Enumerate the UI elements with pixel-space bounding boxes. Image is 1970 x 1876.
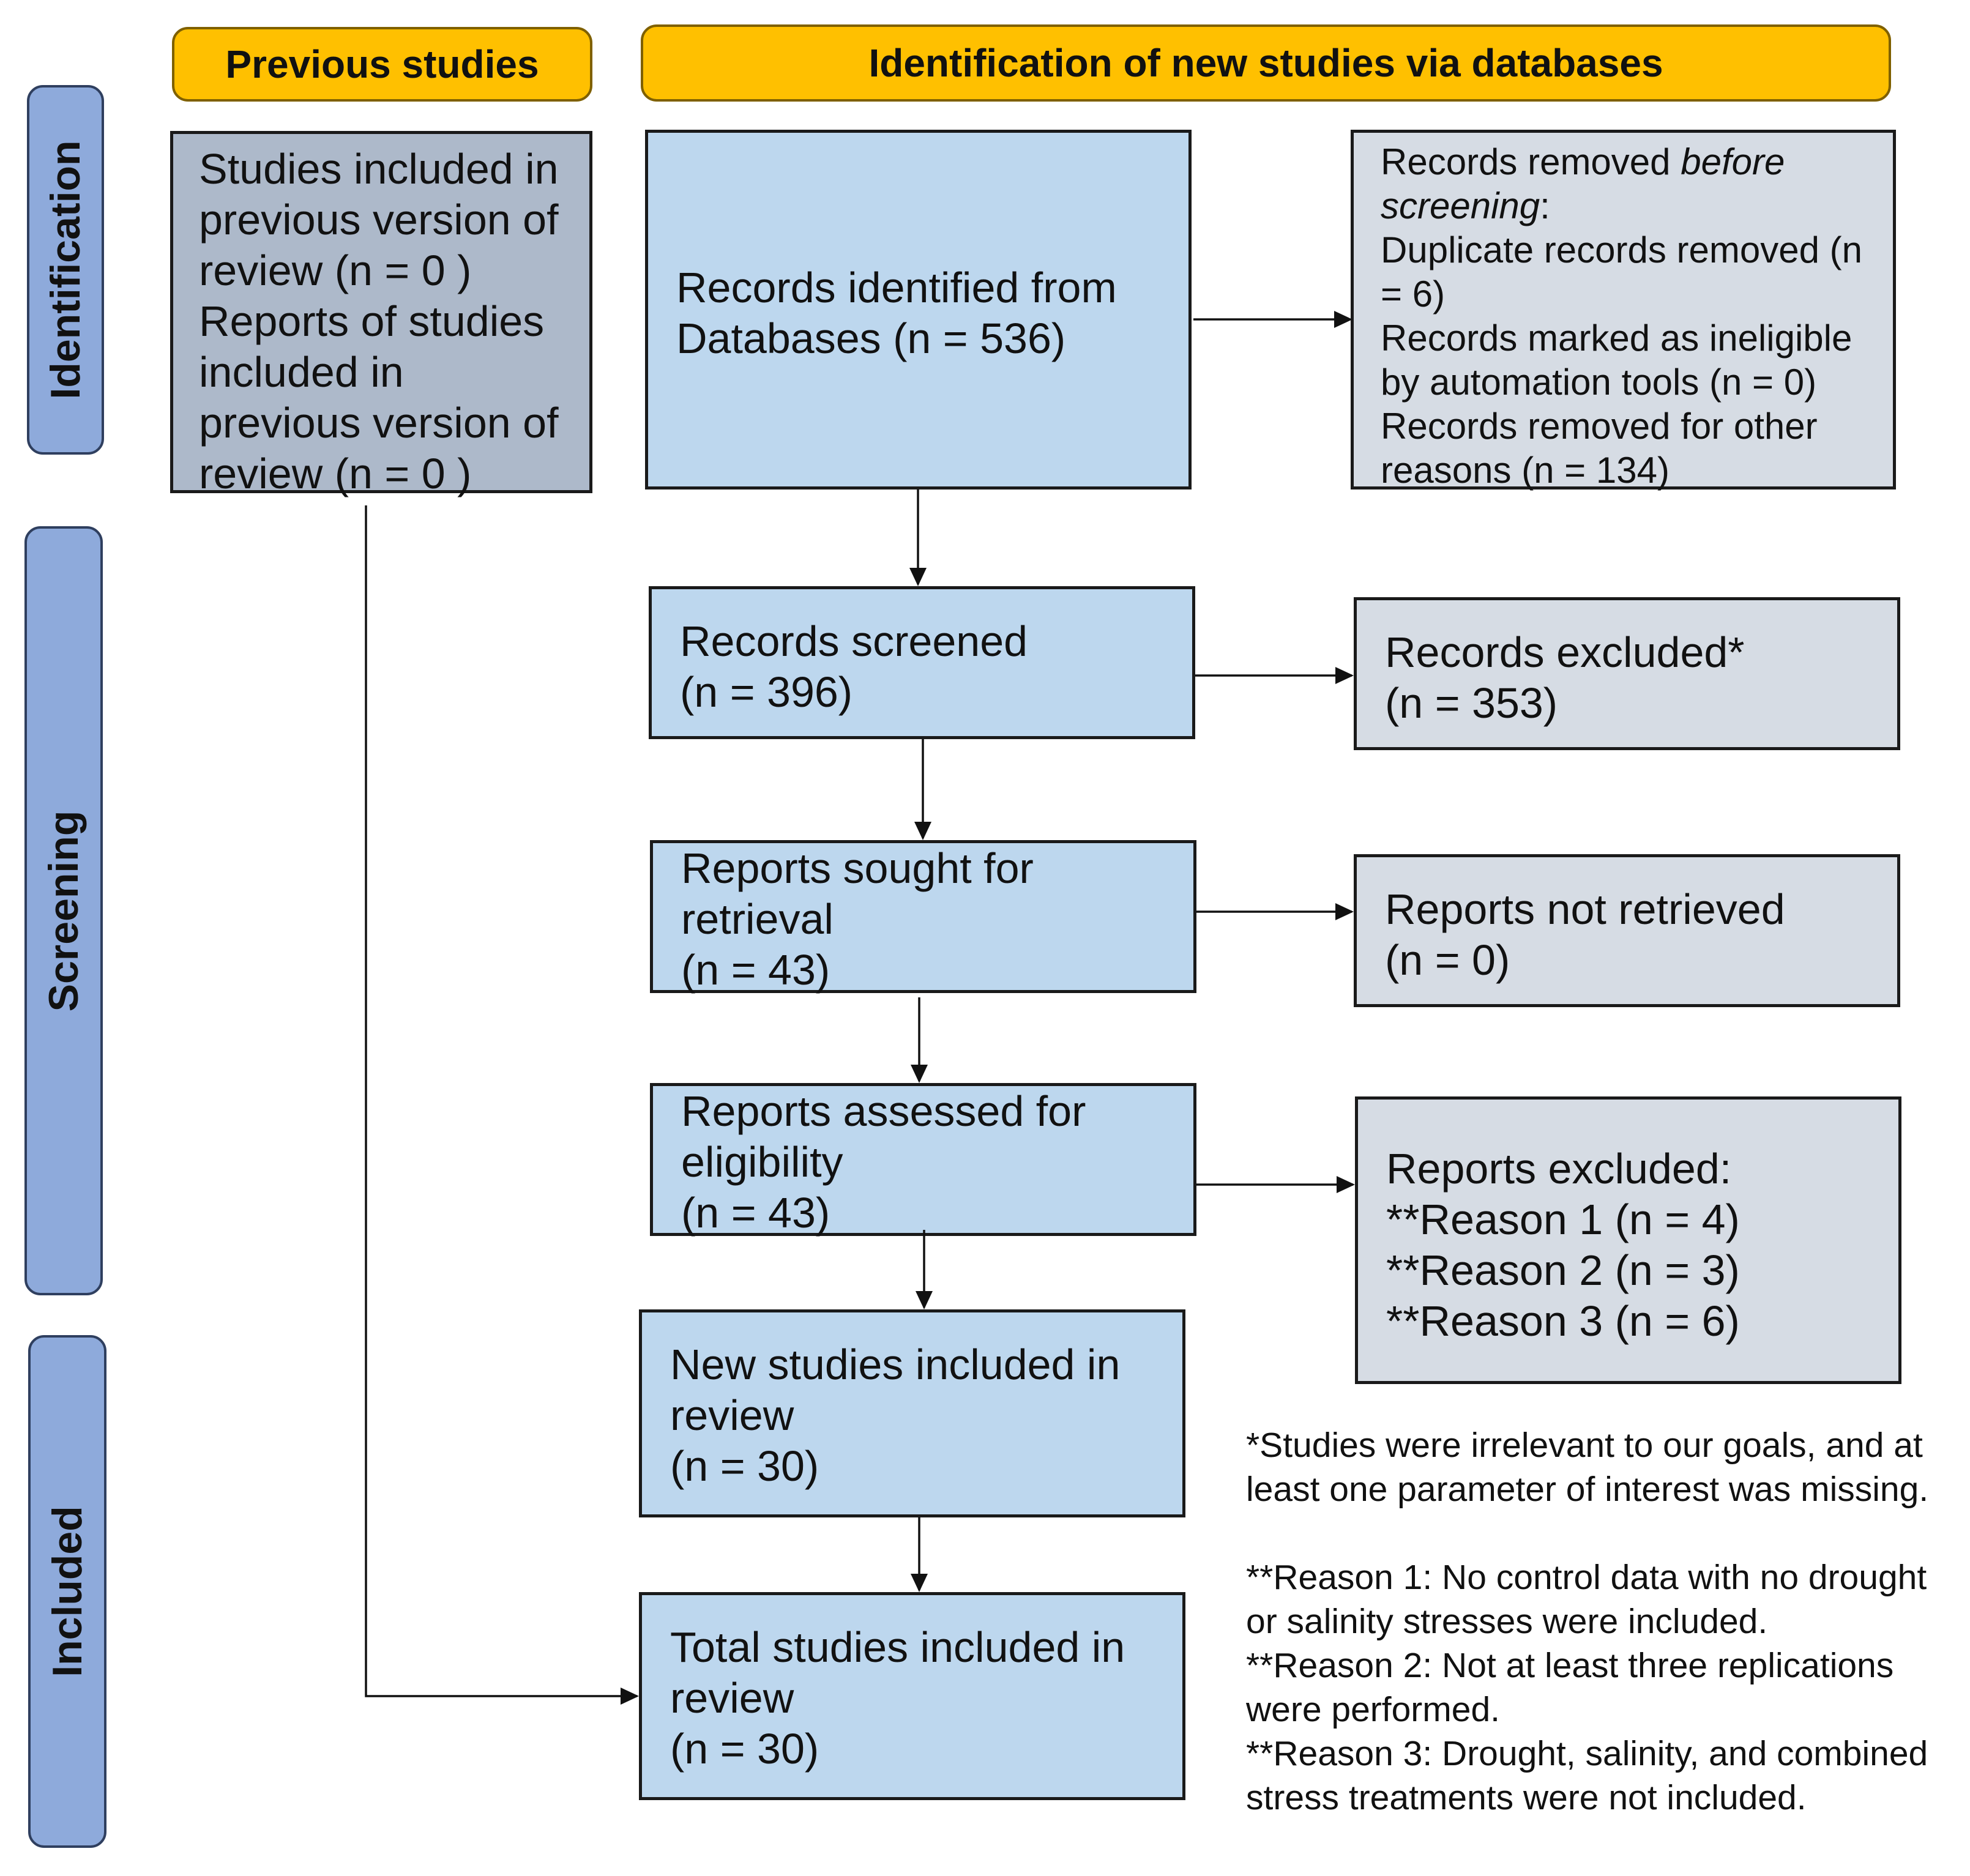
previous-studies-box: Studies included in previous version of …: [170, 131, 592, 497]
footnote-line: **Reason 1: No control data with no drou…: [1246, 1558, 1927, 1597]
reports-sought-box: Reports sought for retrieval (n = 43): [650, 840, 1196, 994]
databases-header: Identification of new studies via databa…: [641, 24, 1891, 102]
records-removed-line: reasons (n = 134): [1381, 450, 1670, 491]
arrowhead: [621, 1688, 639, 1705]
records-removed-line: Duplicate records removed (n: [1381, 229, 1863, 270]
reports-sought-line: (n = 43): [681, 946, 830, 994]
previous-box-line: Studies included in: [199, 145, 559, 193]
databases-header-label: Identification of new studies via databa…: [868, 41, 1663, 85]
reports-excluded-line: **Reason 1 (n = 4): [1386, 1196, 1740, 1243]
arrowhead: [914, 822, 931, 840]
arrowhead: [911, 1065, 928, 1083]
footnotes: *Studies were irrelevant to our goals, a…: [1246, 1423, 1962, 1820]
stage-screening: Screening: [24, 526, 103, 1295]
removed-emphasis: screening: [1381, 185, 1540, 226]
records-removed-line: Records removed before: [1381, 140, 1893, 184]
arrowhead: [1334, 311, 1353, 328]
reports-sought-line: Reports sought for: [681, 844, 1034, 892]
previous-box-line: review (n = 0 ): [199, 247, 472, 294]
previous-box-line: previous version of: [199, 196, 559, 244]
total-studies-line: (n = 30): [670, 1725, 819, 1773]
reports-assessed-line: eligibility: [681, 1138, 843, 1186]
footnote-line: stress treatments were not included.: [1246, 1778, 1807, 1817]
arrowhead: [1337, 1176, 1355, 1193]
previous-box-line: Reports of studies: [199, 297, 545, 345]
previous-studies-header: Previous studies: [172, 27, 592, 102]
reports-excluded-line: **Reason 3 (n = 6): [1386, 1297, 1740, 1345]
reports-excluded-line: Reports excluded:: [1386, 1145, 1732, 1193]
records-screened-box: Records screened (n = 396): [649, 586, 1195, 739]
records-removed-line: by automation tools (n = 0): [1381, 362, 1817, 403]
records-removed-line: Records removed for other: [1381, 406, 1818, 447]
reports-excluded-line: **Reason 2 (n = 3): [1386, 1246, 1740, 1294]
new-studies-line: review: [670, 1391, 794, 1439]
arrow-previous-to-total: [365, 505, 637, 1697]
arrowhead: [1335, 667, 1354, 684]
records-removed-line: = 6): [1381, 274, 1446, 315]
arrowhead: [916, 1291, 933, 1309]
records-screened-line: Records screened: [680, 617, 1028, 665]
footnote-line: **Reason 3: Drought, salinity, and combi…: [1246, 1734, 1928, 1773]
records-excluded-line: Records excluded*: [1385, 628, 1745, 676]
previous-box-line: previous version of: [199, 399, 559, 447]
footnote-line: or salinity stresses were included.: [1246, 1602, 1768, 1641]
reports-assessed-line: Reports assessed for: [681, 1087, 1086, 1135]
footnote-line: least one parameter of interest was miss…: [1246, 1470, 1929, 1509]
records-excluded-line: (n = 353): [1385, 679, 1558, 727]
stage-identification: Identification: [27, 85, 104, 455]
reports-not-retrieved-box: Reports not retrieved (n = 0): [1354, 854, 1900, 1007]
footnote-line: were performed.: [1246, 1690, 1501, 1729]
previous-studies-header-label: Previous studies: [225, 42, 539, 86]
total-studies-line: Total studies included in: [670, 1623, 1125, 1671]
records-screened-line: (n = 396): [680, 668, 853, 716]
previous-box-line: included in: [199, 348, 404, 396]
removed-text: Records removed: [1381, 141, 1681, 182]
arrowhead: [1335, 903, 1354, 920]
new-studies-line: (n = 30): [670, 1442, 819, 1490]
records-identified-box: Records identified from Databases (n = 5…: [645, 130, 1192, 489]
records-removed-line: Records marked as ineligible: [1381, 318, 1852, 359]
new-studies-line: New studies included in: [670, 1341, 1121, 1388]
removed-emphasis: before: [1681, 141, 1785, 182]
previous-box-line: review (n = 0 ): [199, 450, 472, 497]
reports-sought-line: retrieval: [681, 895, 834, 943]
records-identified-line: Records identified from: [676, 264, 1117, 311]
reports-excluded-box: Reports excluded: **Reason 1 (n = 4) **R…: [1355, 1096, 1901, 1384]
removed-text: :: [1540, 185, 1550, 226]
reports-not-retrieved-line: (n = 0): [1385, 936, 1510, 984]
reports-assessed-line: (n = 43): [681, 1189, 830, 1237]
arrowhead: [909, 568, 927, 586]
records-removed-box: Records removed before screening: Duplic…: [1351, 130, 1896, 491]
footnote-line: **Reason 2: Not at least three replicati…: [1246, 1646, 1894, 1685]
records-identified-line: Databases (n = 536): [676, 315, 1066, 362]
records-excluded-box: Records excluded* (n = 353): [1354, 597, 1900, 750]
new-studies-box: New studies included in review (n = 30): [639, 1309, 1185, 1517]
stage-included: Included: [28, 1335, 106, 1848]
reports-not-retrieved-line: Reports not retrieved: [1385, 885, 1785, 933]
total-studies-box: Total studies included in review (n = 30…: [639, 1592, 1185, 1800]
reports-assessed-box: Reports assessed for eligibility (n = 43…: [650, 1083, 1196, 1237]
footnote-line: *Studies were irrelevant to our goals, a…: [1246, 1426, 1923, 1465]
total-studies-line: review: [670, 1674, 794, 1722]
records-removed-line: screening:: [1381, 184, 1893, 228]
arrowhead: [911, 1574, 928, 1592]
